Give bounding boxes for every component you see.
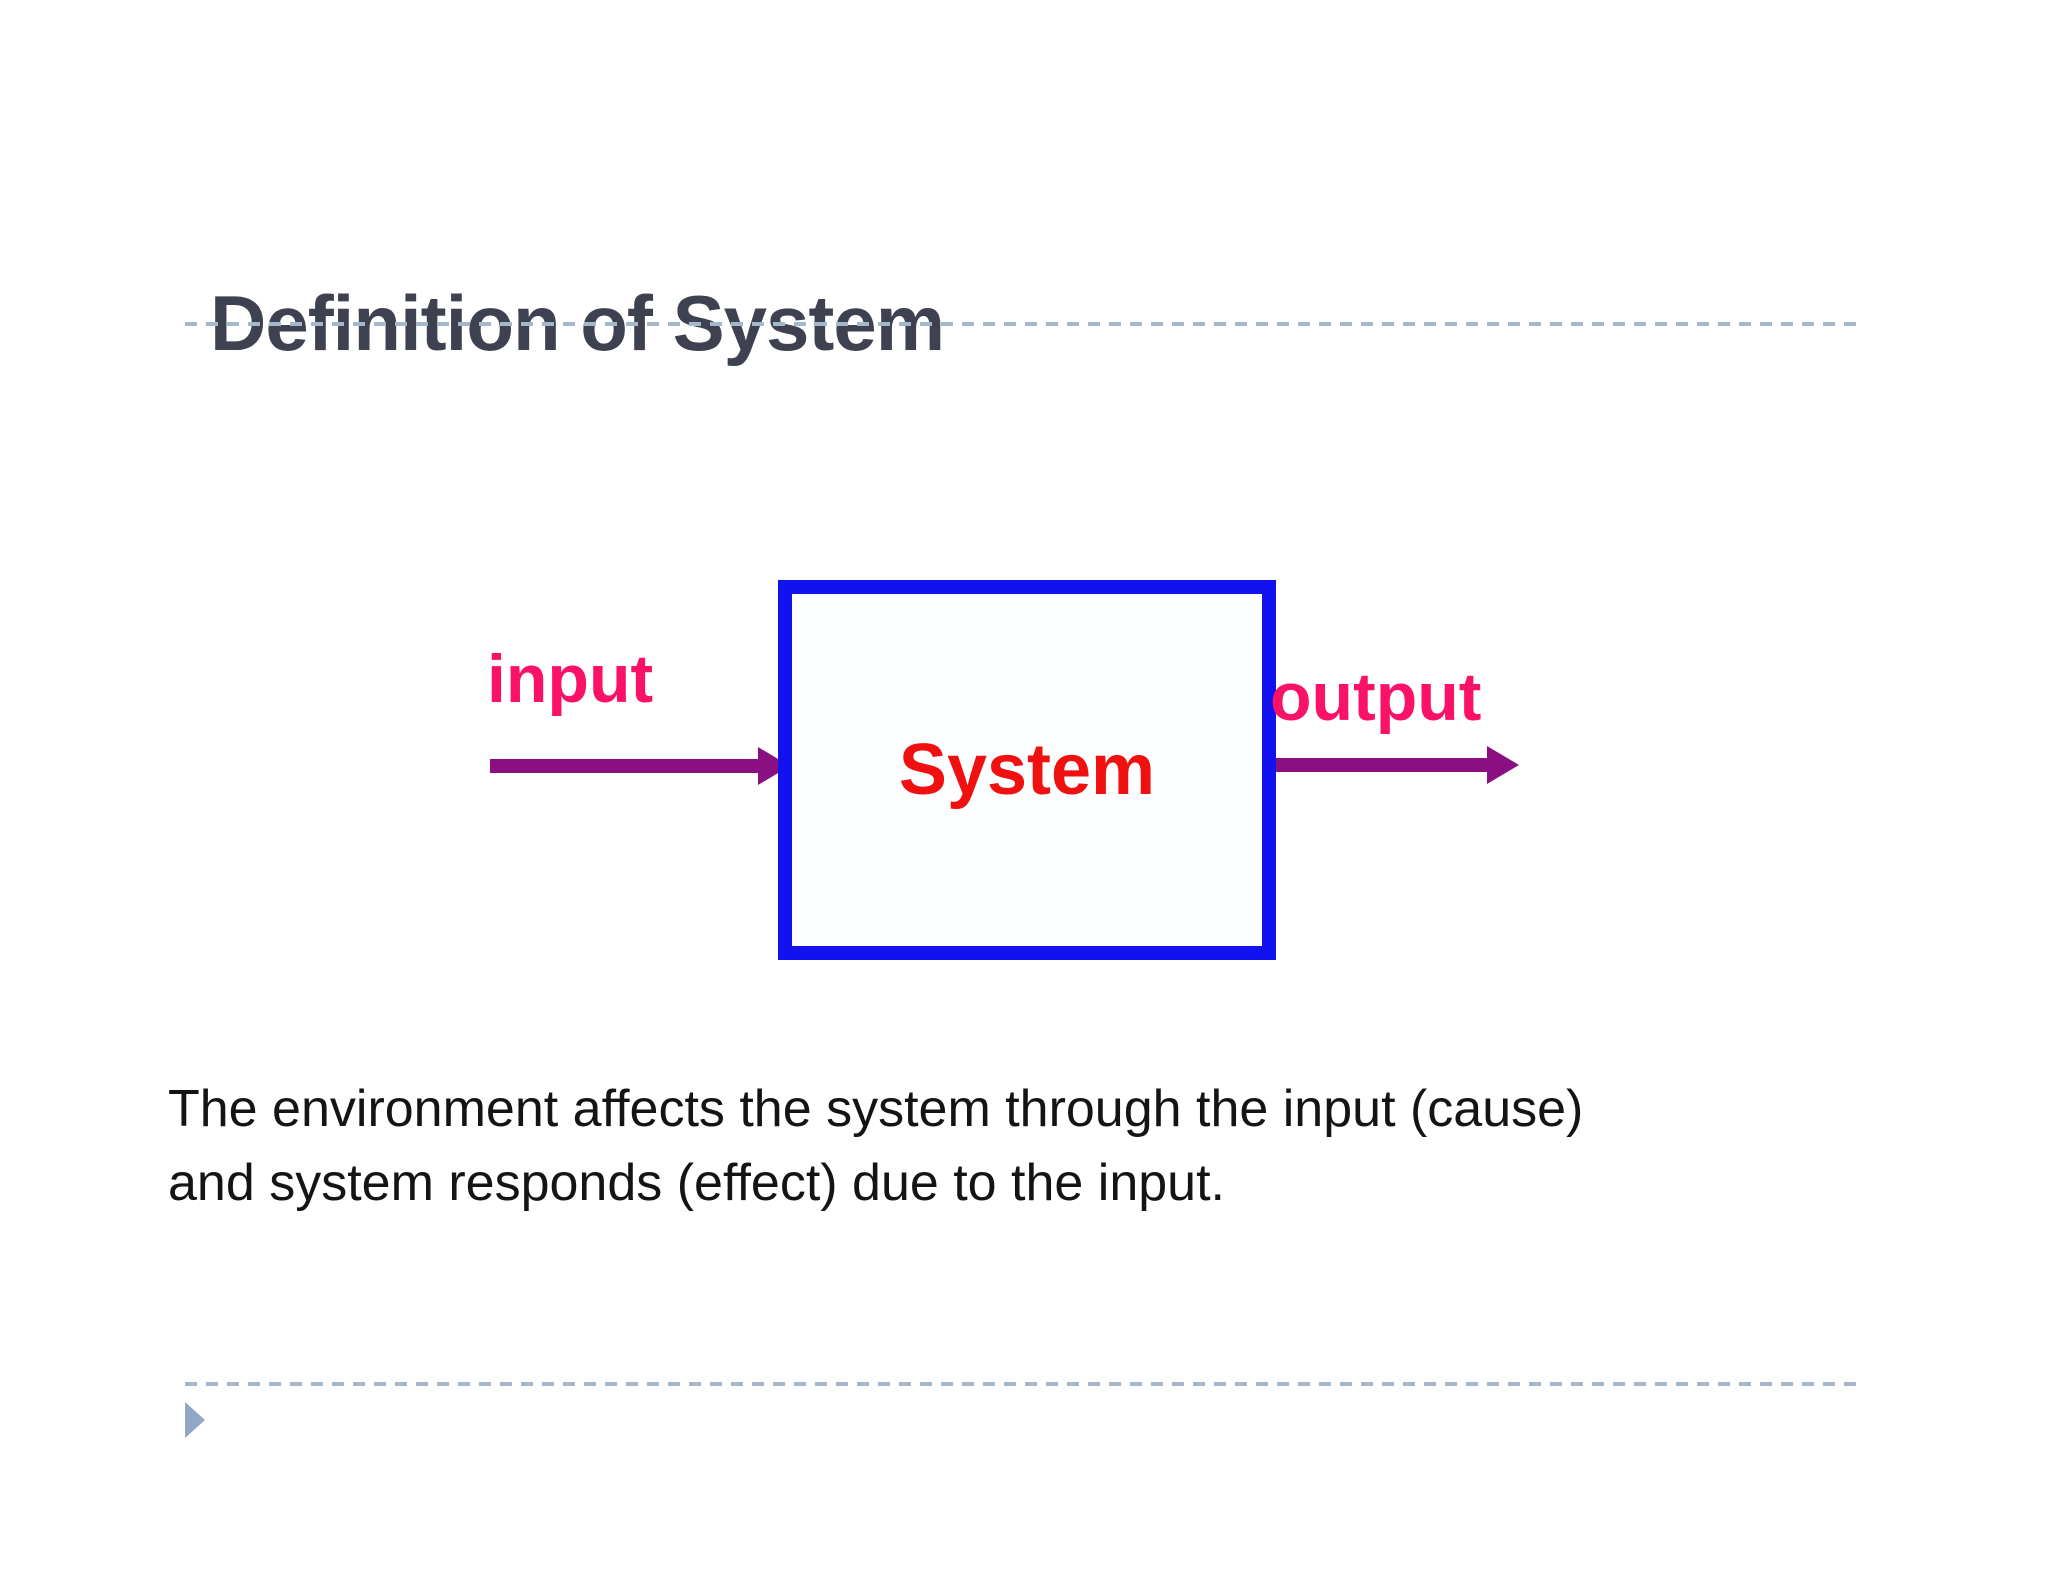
system-block-label: System <box>898 730 1156 810</box>
input-arrow-shaft <box>490 759 760 773</box>
input-label: input <box>487 641 654 717</box>
body-paragraph: The environment affects the system throu… <box>168 1072 1583 1220</box>
body-line-2: and system responds (effect) due to the … <box>168 1154 1225 1212</box>
body-line-1: The environment affects the system throu… <box>168 1080 1584 1138</box>
system-block: System <box>778 580 1276 960</box>
footer-divider-dashed-line <box>185 1382 1863 1386</box>
title-divider-dashed-line <box>185 322 1863 326</box>
output-label: output <box>1270 659 1482 735</box>
output-arrow-head-icon <box>1487 746 1519 784</box>
footer-triangle-bullet-icon <box>185 1402 205 1438</box>
output-arrow-shaft <box>1276 758 1489 772</box>
